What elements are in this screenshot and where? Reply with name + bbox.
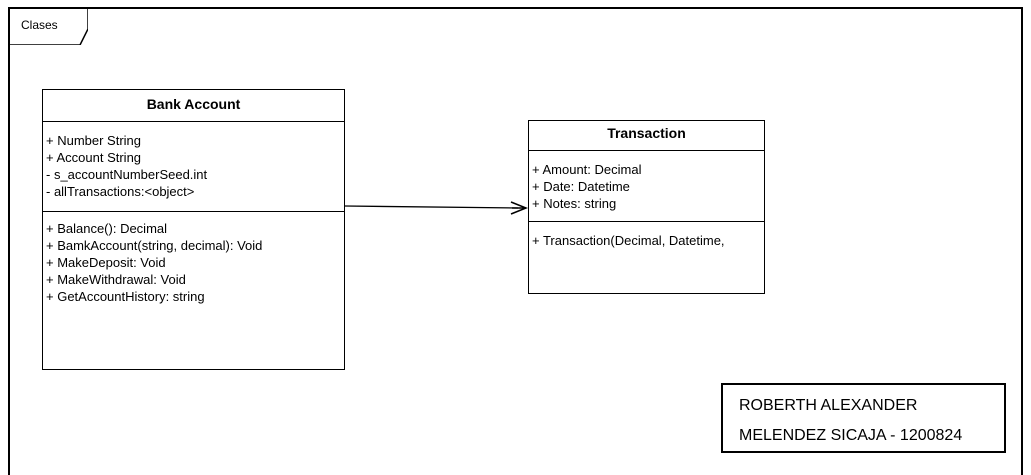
- frame-label: Clases: [21, 18, 58, 32]
- bank-account-class[interactable]: Bank Account + Number String + Account S…: [42, 89, 345, 370]
- divider: [43, 211, 344, 212]
- attribute: - s_accountNumberSeed.int: [46, 167, 208, 182]
- attribute: + Date: Datetime: [532, 179, 630, 194]
- author-name-line-2: MELENDEZ SICAJA - 1200824: [739, 427, 963, 444]
- method: + Balance(): Decimal: [46, 221, 168, 236]
- class-title: Bank Account: [146, 96, 241, 112]
- method: + Transaction(Decimal, Datetime,: [532, 233, 725, 248]
- attribute: + Notes: string: [532, 196, 617, 211]
- divider: [529, 150, 764, 151]
- class-title: Transaction: [607, 125, 686, 141]
- author-note: ROBERTH ALEXANDER MELENDEZ SICAJA - 1200…: [721, 383, 1006, 453]
- frame-tab: [8, 7, 88, 45]
- method: + MakeWithdrawal: Void: [46, 272, 186, 287]
- method: + BamkAccount(string, decimal): Void: [46, 238, 263, 253]
- transaction-class[interactable]: Transaction + Amount: Decimal + Date: Da…: [528, 120, 765, 294]
- attribute: + Amount: Decimal: [532, 162, 642, 177]
- attribute: - allTransactions:<object>: [46, 184, 195, 199]
- diagram-frame: [8, 7, 1023, 475]
- attribute: + Account String: [46, 150, 142, 165]
- divider: [43, 121, 344, 122]
- attribute: + Number String: [46, 133, 142, 148]
- author-name-line-1: ROBERTH ALEXANDER: [739, 397, 918, 414]
- method: + MakeDeposit: Void: [46, 255, 166, 270]
- method: + GetAccountHistory: string: [46, 289, 205, 304]
- divider: [529, 221, 764, 222]
